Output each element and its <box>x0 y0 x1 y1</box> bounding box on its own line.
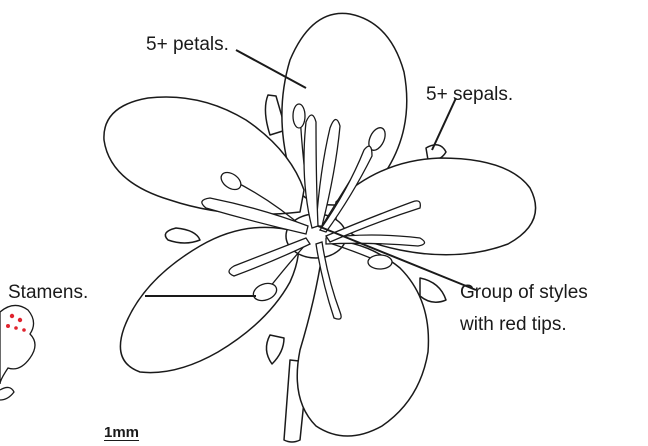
scale-bar-label: 1mm <box>104 424 139 441</box>
label-petals: 5+ petals. <box>146 34 229 56</box>
label-stamens: Stamens. <box>8 282 88 304</box>
label-styles-line1: Group of styles <box>460 282 588 304</box>
sepal-bottom-right <box>420 278 446 302</box>
petal-bottom-right <box>297 240 428 436</box>
label-sepals: 5+ sepals. <box>426 84 513 106</box>
sepal-bottom-left <box>266 335 284 364</box>
label-styles-line2: with red tips. <box>460 314 567 336</box>
sepal-left <box>165 228 200 243</box>
specimen-detail <box>0 305 35 400</box>
